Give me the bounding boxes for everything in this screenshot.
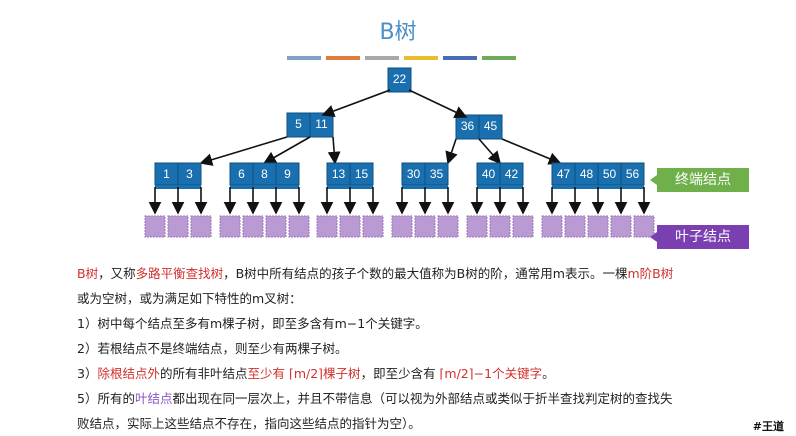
color-bar-segment — [287, 56, 321, 60]
terminal-node-key: 47 — [557, 167, 571, 181]
leaf-square — [144, 215, 166, 238]
leaf-square — [339, 215, 361, 238]
terminal-node-key: 3 — [186, 167, 193, 181]
color-bar-segment — [326, 56, 360, 60]
color-bar-segment — [482, 56, 516, 60]
highlight: 至少有 ⌈m/2⌉棵子树 — [247, 366, 361, 381]
pointer-strip — [230, 185, 299, 189]
desc-line-2: 或为空树，或为满足如下特性的m叉树： — [77, 291, 302, 306]
text: ，即至少含有 — [360, 366, 440, 381]
color-bar-segment — [443, 56, 477, 60]
internal-node-cell — [478, 114, 503, 140]
terminal-node-key: 9 — [284, 167, 291, 181]
text: ，又称 — [98, 266, 136, 281]
terminal-node-label: 终端结点 — [650, 168, 749, 192]
leaf-square — [633, 215, 655, 238]
terminal-node-key: 6 — [238, 167, 245, 181]
desc-line-3: 1）树中每个结点至多有m棵子树，即至多含有m−1个关键字。 — [77, 316, 428, 331]
leaf-square — [265, 215, 287, 238]
edge-arrow — [263, 136, 311, 164]
terminal-node-key: 56 — [626, 167, 640, 181]
leaf-square — [541, 215, 563, 238]
internal-node-cell — [309, 112, 334, 138]
color-bar-segment — [365, 56, 399, 60]
term-btree: B树 — [77, 266, 99, 281]
highlight: ⌈m/2⌉−1个关键字 — [439, 366, 543, 381]
leaf-square — [219, 215, 241, 238]
internal-node-key: 11 — [315, 117, 328, 131]
desc-line-7: 败结点，实际上这些结点不存在，指向这些结点的指针为空）。 — [77, 416, 421, 431]
leaf-square — [564, 215, 586, 238]
leaf-square — [362, 215, 384, 238]
text: 5）所有的 — [77, 391, 135, 406]
text: ，B树中所有结点的孩子个数的最大值称为B树的阶，通常用m表示。一棵 — [223, 266, 628, 281]
term-multiway: 多路平衡查找树 — [135, 266, 224, 281]
internal-node-key: 5 — [295, 117, 302, 131]
edge-arrow — [199, 136, 288, 166]
terminal-node-label-text: 终端结点 — [675, 172, 731, 188]
desc-line-5: 3）除根结点外的所有非叶结点至少有 ⌈m/2⌉棵子树，即至少含有 ⌈m/2⌉−1… — [77, 361, 673, 386]
edge-arrow — [408, 89, 468, 118]
edge-arrow — [321, 89, 391, 118]
terminal-node-key: 8 — [261, 167, 268, 181]
leaf-square — [587, 215, 609, 238]
terminal-node-key: 30 — [407, 167, 421, 181]
edge-arrow — [478, 138, 502, 165]
leaf-square — [414, 215, 436, 238]
internal-node-key: 45 — [484, 119, 498, 133]
edge-arrow — [445, 138, 458, 165]
terminal-node-key: 13 — [332, 167, 346, 181]
leaf-square — [437, 215, 459, 238]
root-node-key: 22 — [393, 72, 407, 86]
leaf-square — [466, 215, 488, 238]
text: 3） — [77, 366, 98, 381]
text: 的所有非叶结点 — [159, 366, 248, 381]
leaf-square — [288, 215, 310, 238]
leaf-node-label-text: 叶子结点 — [675, 229, 731, 245]
signature: #王道 — [752, 420, 784, 433]
root-node-cell — [387, 67, 412, 93]
text: 。 — [542, 366, 555, 381]
leaf-square — [316, 215, 338, 238]
color-bar-segment — [404, 56, 438, 60]
terminal-node-key: 1 — [163, 167, 170, 181]
description: B树，又称多路平衡查找树，B树中所有结点的孩子个数的最大值称为B树的阶，通常用m… — [77, 261, 673, 436]
highlight: 除根结点外 — [97, 366, 160, 381]
terminal-node-key: 35 — [430, 167, 444, 181]
terminal-node-key: 40 — [482, 167, 496, 181]
edge-arrow — [327, 136, 341, 165]
desc-line-6: 5）所有的叶结点都出现在同一层次上，并且不带信息（可以视为外部结点或类似于折半查… — [77, 386, 673, 411]
terminal-node-key: 15 — [355, 167, 369, 181]
leaf-square — [391, 215, 413, 238]
leaf-node-label: 叶子结点 — [650, 225, 749, 249]
page-title: B树 — [379, 20, 417, 45]
leaf-square — [489, 215, 511, 238]
leaf-square — [242, 215, 264, 238]
leaf-square — [610, 215, 632, 238]
terminal-node-key: 42 — [505, 167, 519, 181]
leaf-square — [167, 215, 189, 238]
text: 都出现在同一层次上，并且不带信息（可以视为外部结点或类似于折半查找判定树的查找失 — [172, 391, 673, 406]
leaf-square — [512, 215, 534, 238]
edge-arrow — [501, 138, 562, 165]
desc-line-4: 2）若根结点不是终端结点，则至少有两棵子树。 — [77, 341, 348, 356]
desc-line-1: B树，又称多路平衡查找树，B树中所有结点的孩子个数的最大值称为B树的阶，通常用m… — [77, 261, 673, 286]
term-m-order: m阶B树 — [627, 266, 674, 281]
terminal-node-key: 48 — [580, 167, 594, 181]
terminal-node-key: 50 — [603, 167, 617, 181]
leaf-square — [190, 215, 212, 238]
internal-node-key: 36 — [461, 119, 475, 133]
highlight: 叶结点 — [134, 391, 173, 406]
